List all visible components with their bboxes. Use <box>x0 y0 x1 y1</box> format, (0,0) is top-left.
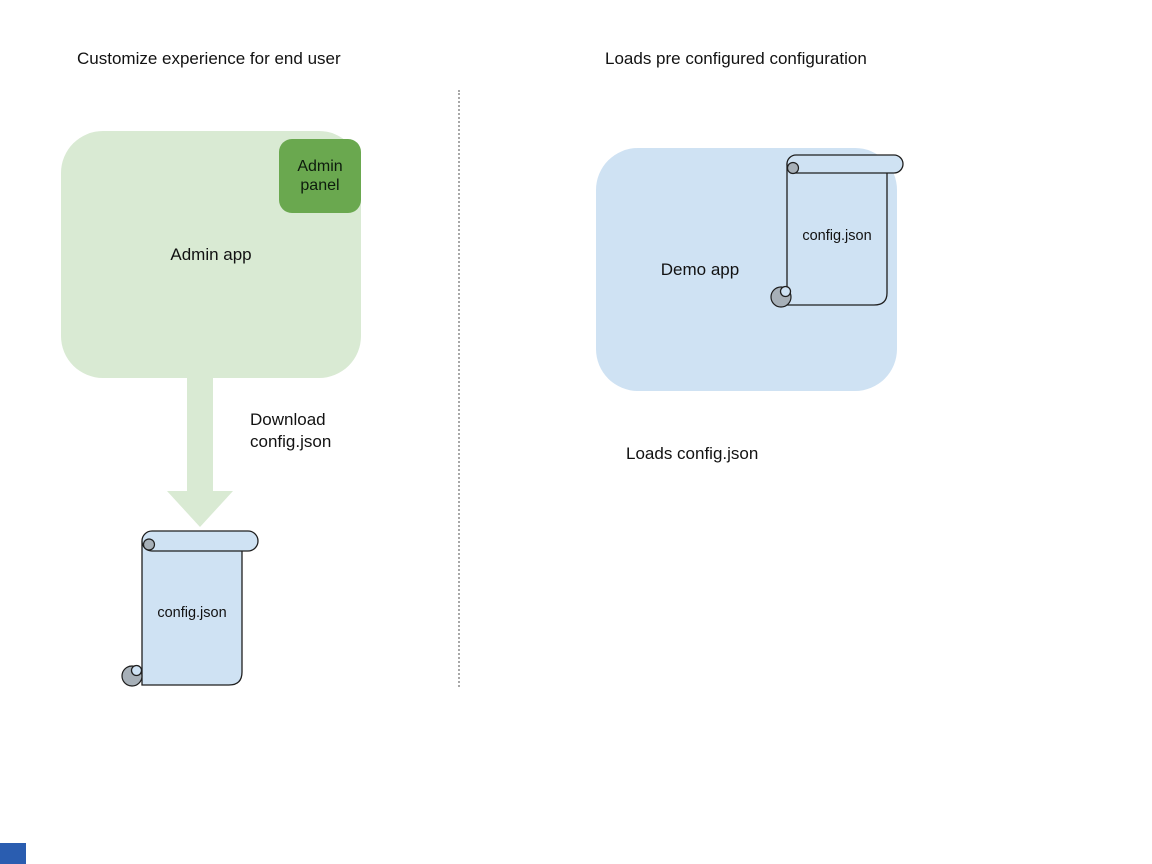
config-json-scroll-icon <box>121 530 259 687</box>
demo-app-label: Demo app <box>660 260 740 279</box>
corner-blue-square <box>0 843 26 864</box>
loads-config-caption: Loads config.json <box>626 444 759 463</box>
admin-app-label: Admin app <box>170 245 252 264</box>
left-section-heading: Customize experience for end user <box>77 49 341 68</box>
config-json-label-left: config.json <box>157 605 227 621</box>
config-json-scroll-icon-right <box>770 154 904 308</box>
right-section-heading: Loads pre configured configuration <box>605 49 867 68</box>
config-json-label-right: config.json <box>802 228 872 244</box>
section-divider <box>458 90 460 687</box>
download-caption: Download config.json <box>250 410 332 451</box>
admin-panel-box: Admin panel <box>279 139 361 213</box>
download-arrow-icon <box>167 377 233 527</box>
